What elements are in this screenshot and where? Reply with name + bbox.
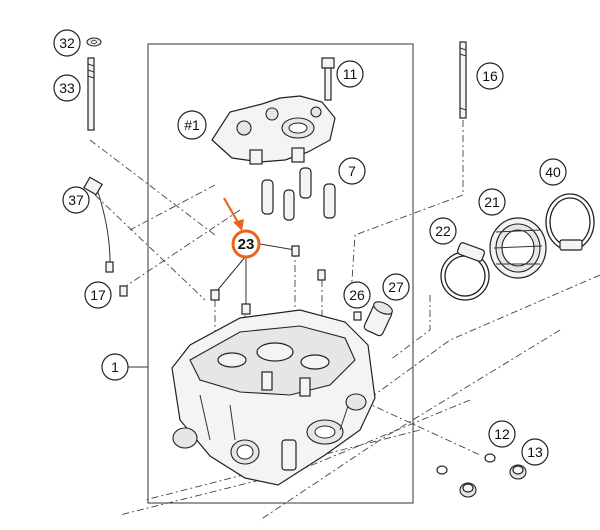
callout-11: 11 (336, 60, 364, 88)
svg-text:33: 33 (59, 80, 75, 96)
part-33-stud (87, 57, 95, 131)
callout-27: 27 (382, 273, 410, 301)
svg-text:13: 13 (527, 444, 543, 460)
part-40-clamp-ring (545, 193, 595, 251)
svg-text:32: 32 (59, 35, 75, 51)
callout-33: 33 (53, 74, 81, 102)
part-plug-lower (459, 482, 477, 498)
svg-text:40: 40 (545, 164, 561, 180)
svg-text:#1: #1 (184, 117, 200, 133)
svg-text:26: 26 (349, 287, 365, 303)
part-13-plug (509, 464, 527, 480)
assembly-frame (147, 43, 414, 504)
callout-16: 16 (476, 62, 504, 90)
part-22-clamp (440, 242, 490, 301)
svg-text:23: 23 (238, 236, 255, 253)
callout-23-highlighted: 23 (231, 229, 261, 259)
highlight-arrow (223, 197, 244, 231)
svg-text:27: 27 (388, 279, 404, 295)
svg-text:37: 37 (68, 192, 84, 208)
part-12-oring (484, 453, 496, 463)
part-1-cylinder-head (171, 309, 376, 486)
callout-1: 1 (101, 353, 129, 381)
callout-12: 12 (488, 420, 516, 448)
svg-text:21: 21 (484, 194, 500, 210)
svg-text:22: 22 (435, 223, 451, 239)
part-26-plug (353, 311, 362, 321)
callout-hash-1: #1 (177, 110, 207, 140)
part-11-bolt (321, 57, 335, 101)
callout-26: 26 (343, 281, 371, 309)
part-7-sleeves (261, 167, 336, 221)
callout-40: 40 (539, 158, 567, 186)
part-23-dowels (210, 245, 326, 315)
part-camshaft-carrier (211, 95, 336, 165)
svg-text:1: 1 (111, 359, 119, 375)
svg-text:12: 12 (494, 426, 510, 442)
part-16-stud (459, 41, 467, 119)
callout-17: 17 (84, 281, 112, 309)
part-37-sensor (83, 176, 114, 273)
callout-7: 7 (338, 157, 366, 185)
svg-text:16: 16 (482, 68, 498, 84)
svg-text:17: 17 (90, 287, 106, 303)
svg-text:7: 7 (348, 163, 356, 179)
part-27-fitting (363, 301, 393, 337)
part-17-fitting (119, 285, 128, 297)
svg-text:11: 11 (343, 66, 358, 82)
part-21-intake-rubber (489, 217, 547, 279)
part-oring-lower (436, 465, 448, 475)
callout-22: 22 (429, 217, 457, 245)
callout-21: 21 (478, 188, 506, 216)
callout-32: 32 (53, 29, 81, 57)
callout-37: 37 (62, 186, 90, 214)
callout-13: 13 (521, 438, 549, 466)
leader-23 (215, 243, 296, 305)
